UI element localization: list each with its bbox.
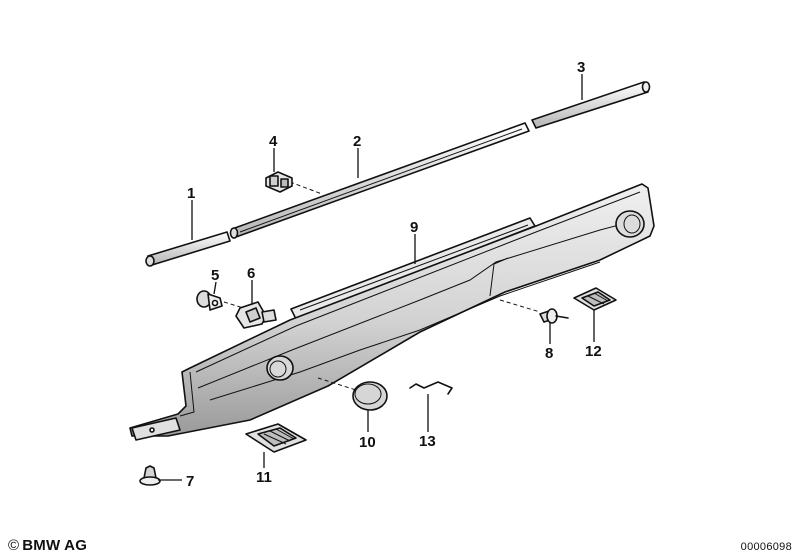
nut-part-5	[196, 290, 223, 311]
plug-part-10	[352, 381, 388, 411]
bracket-part-13	[409, 381, 453, 395]
clip-part-4	[265, 171, 293, 193]
callout-part-11: 11	[256, 469, 272, 486]
copyright-symbol: ©	[8, 537, 20, 554]
trim-strip-part-1	[145, 231, 231, 267]
image-id: 00006098	[740, 541, 792, 553]
clip-holder-part-11	[245, 423, 307, 453]
callout-part-6: 6	[247, 265, 255, 282]
callout-part-12: 12	[585, 343, 602, 360]
rivet-part-7	[139, 465, 161, 486]
callout-part-1: 1	[187, 185, 195, 202]
callouts: 1 2 3 4 5 6 7 8 9 10 11 12 13	[186, 59, 602, 490]
clip-holder-part-12	[573, 287, 617, 311]
rivet-part-8	[539, 308, 569, 324]
callout-part-2: 2	[353, 133, 361, 150]
copyright-text: BMW AG	[22, 537, 88, 554]
sill-cover-panel	[129, 183, 655, 441]
copyright-notice: ©BMW AG	[8, 537, 87, 554]
callout-part-5: 5	[211, 267, 219, 284]
trim-strip-part-3	[531, 81, 651, 129]
callout-part-13: 13	[419, 433, 436, 450]
callout-part-4: 4	[269, 133, 278, 150]
callout-part-8: 8	[545, 345, 553, 362]
callout-part-7: 7	[186, 473, 194, 490]
callout-part-9: 9	[410, 219, 418, 236]
callout-part-10: 10	[359, 434, 376, 451]
trim-strip-part-2	[229, 122, 530, 239]
leader-lines	[158, 74, 595, 481]
clip-part-6	[235, 301, 277, 329]
callout-part-3: 3	[577, 59, 585, 76]
